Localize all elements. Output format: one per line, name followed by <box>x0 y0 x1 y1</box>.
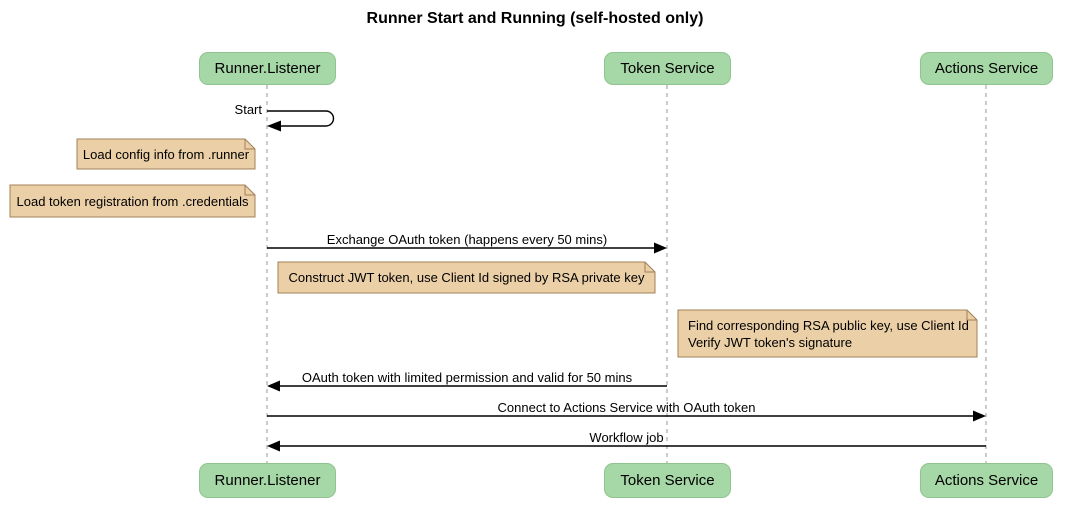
diagram-title: Runner Start and Running (self-hosted on… <box>366 10 704 27</box>
message-label-oauth-return: OAuth token with limited permission and … <box>301 370 633 385</box>
message-label-start: Start <box>234 102 262 117</box>
participant-label: Actions Service <box>934 472 1039 489</box>
note-load-config: Load config info from .runner <box>82 146 250 162</box>
note-shape-load-config <box>76 138 256 170</box>
message-label-exchange-oauth: Exchange OAuth token (happens every 50 m… <box>326 232 608 247</box>
participant-token-service-bottom: Token Service <box>604 463 731 498</box>
participant-runner-listener-bottom: Runner.Listener <box>199 463 336 498</box>
message-arrow-exchange-oauth <box>267 242 667 254</box>
note-find-rsa-public-key: Find corresponding RSA public key, use C… <box>688 317 969 350</box>
message-arrow-oauth-return <box>267 380 667 392</box>
participant-actions-service-bottom: Actions Service <box>920 463 1053 498</box>
message-arrow-workflow-job <box>267 440 986 452</box>
participant-actions-service-top: Actions Service <box>920 52 1053 85</box>
participant-label: Token Service <box>620 472 715 489</box>
participant-runner-listener-top: Runner.Listener <box>199 52 336 85</box>
message-label-connect-actions: Connect to Actions Service with OAuth to… <box>497 400 756 415</box>
participant-label: Actions Service <box>934 60 1039 77</box>
note-shape-construct-jwt <box>277 261 656 294</box>
participant-label: Token Service <box>620 60 715 77</box>
participant-label: Runner.Listener <box>214 472 321 489</box>
message-arrow-start <box>267 110 335 132</box>
participant-label: Runner.Listener <box>214 60 321 77</box>
note-shape-load-token <box>9 184 256 218</box>
note-load-token-registration: Load token registration from .credential… <box>16 193 249 209</box>
note-shape-find-rsa <box>677 309 978 358</box>
message-arrow-connect-actions <box>267 410 986 422</box>
note-construct-jwt: Construct JWT token, use Client Id signe… <box>288 270 645 285</box>
message-label-workflow-job: Workflow job <box>589 430 664 445</box>
participant-token-service-top: Token Service <box>604 52 731 85</box>
